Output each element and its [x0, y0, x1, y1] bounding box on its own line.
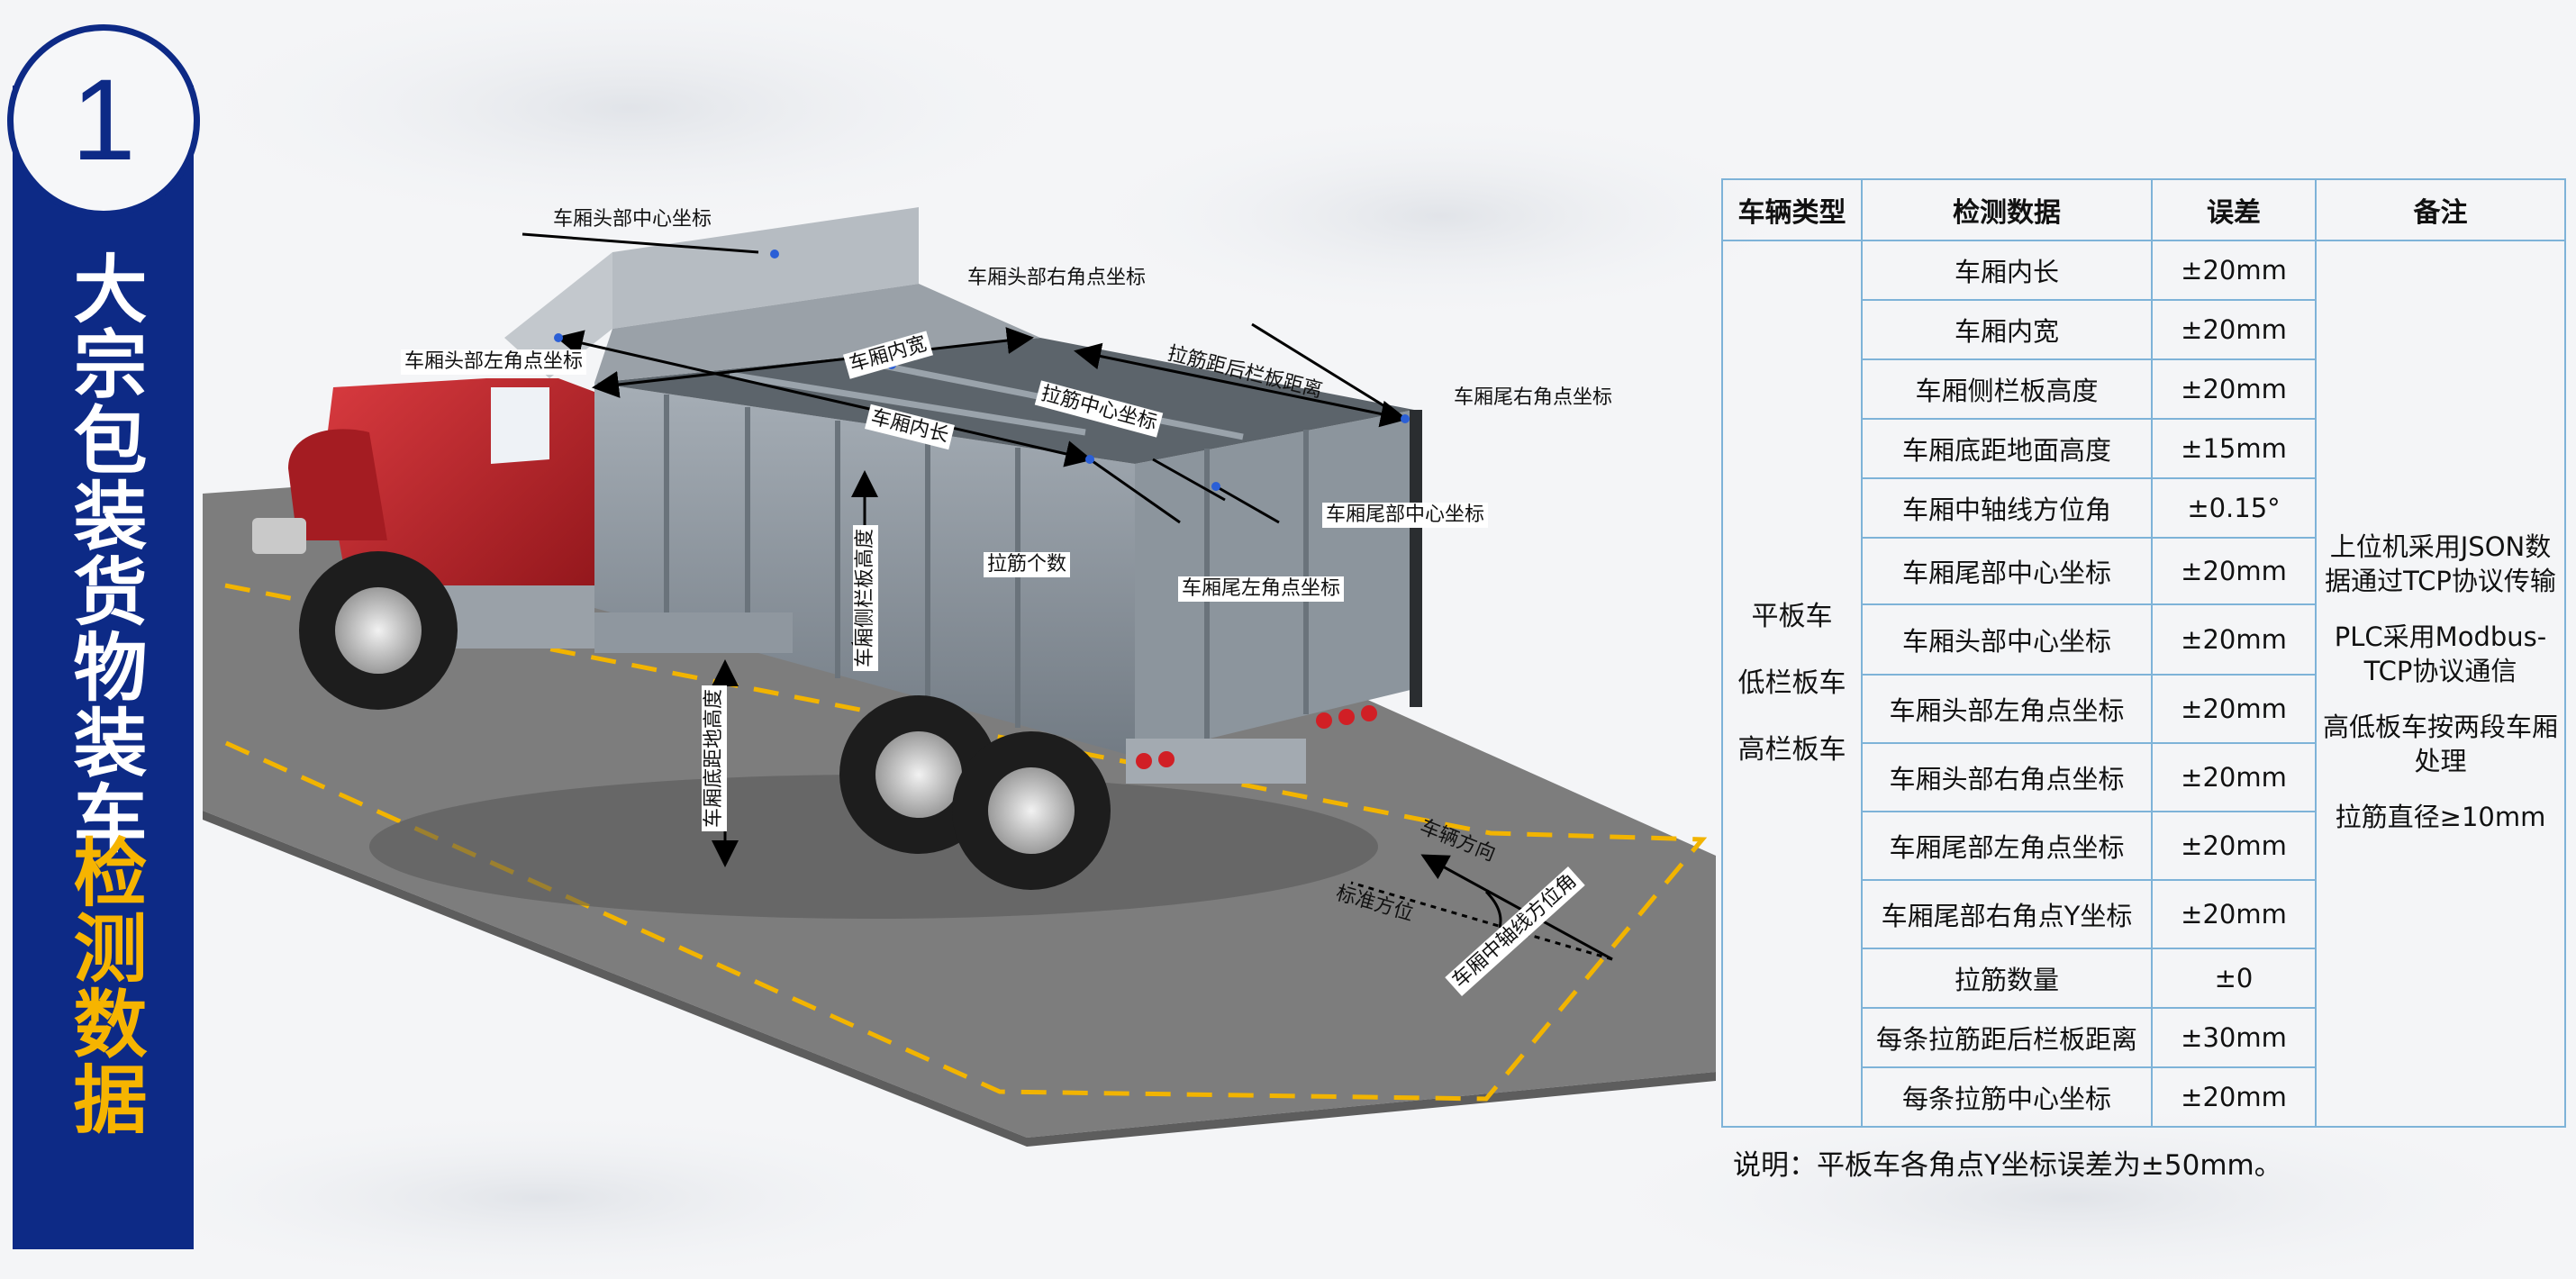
vehicle-type: 低栏板车 — [1737, 667, 1846, 699]
note-item: 拉筋直径≥10mm — [2335, 802, 2546, 832]
truck-diagram: 车厢头部中心坐标 车厢头部右角点坐标 车厢头部左角点坐标 车厢内宽 拉筋距后栏板… — [189, 162, 1720, 1157]
headboard — [612, 207, 919, 329]
footnote: 说明：平板车各角点Y坐标误差为±50mm。 — [1733, 1149, 2282, 1182]
error-value: ±20mm — [2151, 879, 2317, 949]
header-detection-data: 检测数据 — [1861, 178, 2153, 241]
error-value: ±0 — [2151, 948, 2317, 1009]
error-value: ±0.15° — [2151, 477, 2317, 539]
detection-item: 车厢内宽 — [1861, 299, 2153, 360]
note-item: 上位机采用JSON数据通过TCP协议传输 — [2325, 531, 2556, 596]
error-value: ±30mm — [2151, 1007, 2317, 1068]
detection-item: 车厢头部右角点坐标 — [1861, 742, 2153, 812]
table-row: 车厢底距地面高度±15mm — [1722, 418, 2565, 479]
slide-number-badge: 1 — [7, 24, 200, 217]
title-main: 大宗包装货物装车 — [60, 250, 146, 856]
error-value: ±20mm — [2151, 358, 2317, 420]
error-value: ±20mm — [2151, 603, 2317, 676]
detection-item: 车厢头部左角点坐标 — [1861, 674, 2153, 744]
table-row: 车厢头部左角点坐标±20mm — [1722, 674, 2565, 744]
parking-boundary — [214, 583, 1708, 1102]
table-row: 车厢中轴线方位角±0.15° — [1722, 477, 2565, 539]
slide-number: 1 — [71, 56, 136, 185]
detection-item: 拉筋数量 — [1861, 948, 2153, 1009]
detection-item: 车厢内长 — [1861, 240, 2153, 301]
detection-item: 每条拉筋中心坐标 — [1861, 1066, 2153, 1128]
vehicle-type: 高栏板车 — [1737, 734, 1846, 766]
detection-item: 车厢中轴线方位角 — [1861, 477, 2153, 539]
error-value: ±20mm — [2151, 674, 2317, 744]
header-notes: 备注 — [2315, 178, 2566, 241]
title-sub: 检测数据 — [60, 834, 146, 1137]
error-value: ±20mm — [2151, 811, 2317, 881]
detection-item: 车厢尾部左角点坐标 — [1861, 811, 2153, 881]
label-floor-height: 车厢底距地高度 — [702, 685, 728, 832]
table-row: 车厢头部右角点坐标±20mm — [1722, 742, 2565, 812]
table-row: 车厢内宽±20mm — [1722, 299, 2565, 360]
detection-item: 车厢尾部中心坐标 — [1861, 537, 2153, 605]
table-row: 车厢尾部右角点Y坐标±20mm — [1722, 879, 2565, 949]
error-value: ±20mm — [2151, 742, 2317, 812]
label-head-center: 车厢头部中心坐标 — [553, 208, 712, 231]
detection-item: 每条拉筋距后栏板距离 — [1861, 1007, 2153, 1068]
table-row: 车厢尾部中心坐标±20mm — [1722, 537, 2565, 605]
note-item: 高低板车按两段车厢处理 — [2322, 712, 2558, 776]
table-row: 每条拉筋中心坐标±20mm — [1722, 1066, 2565, 1128]
table-row: 车厢头部中心坐标±20mm — [1722, 603, 2565, 676]
label-rib-count: 拉筋个数 — [984, 552, 1071, 577]
detection-item: 车厢头部中心坐标 — [1861, 603, 2153, 676]
truck-illustration — [203, 207, 1716, 1147]
note-item: PLC采用Modbus-TCP协议通信 — [2334, 621, 2547, 686]
header-vehicle-type: 车辆类型 — [1721, 178, 1863, 241]
table-row: 每条拉筋距后栏板距离±30mm — [1722, 1007, 2565, 1068]
detection-item: 车厢尾部右角点Y坐标 — [1861, 879, 2153, 949]
label-side-height: 车厢侧栏板高度 — [853, 524, 879, 672]
error-value: ±15mm — [2151, 418, 2317, 479]
vehicle-type: 平板车 — [1751, 601, 1833, 632]
front-wheel — [299, 551, 458, 710]
error-value: ±20mm — [2151, 1066, 2317, 1128]
table-row: 拉筋数量±0 — [1722, 948, 2565, 1009]
title-banner — [13, 86, 194, 1249]
table-row: 车厢尾部左角点坐标±20mm — [1722, 811, 2565, 881]
label-tail-center: 车厢尾部中心坐标 — [1322, 503, 1489, 528]
error-value: ±20mm — [2151, 537, 2317, 605]
rear-wheel-2 — [952, 731, 1111, 890]
error-value: ±20mm — [2151, 299, 2317, 360]
label-head-left: 车厢头部左角点坐标 — [401, 349, 587, 375]
vehicle-types-cell: 平板车低栏板车高栏板车 — [1721, 240, 1863, 1128]
table-row: 车厢侧栏板高度±20mm — [1722, 358, 2565, 420]
error-value: ±20mm — [2151, 240, 2317, 301]
label-tail-left: 车厢尾左角点坐标 — [1178, 576, 1345, 602]
label-head-right: 车厢头部右角点坐标 — [967, 267, 1147, 289]
detection-item: 车厢侧栏板高度 — [1861, 358, 2153, 420]
notes-cell: 上位机采用JSON数据通过TCP协议传输 PLC采用Modbus-TCP协议通信高… — [2315, 240, 2566, 1128]
label-tail-right: 车厢尾右角点坐标 — [1454, 386, 1613, 409]
header-error: 误差 — [2151, 178, 2317, 241]
table-header-row: 车辆类型 检测数据 误差 备注 — [1721, 178, 2566, 241]
detection-item: 车厢底距地面高度 — [1861, 418, 2153, 479]
